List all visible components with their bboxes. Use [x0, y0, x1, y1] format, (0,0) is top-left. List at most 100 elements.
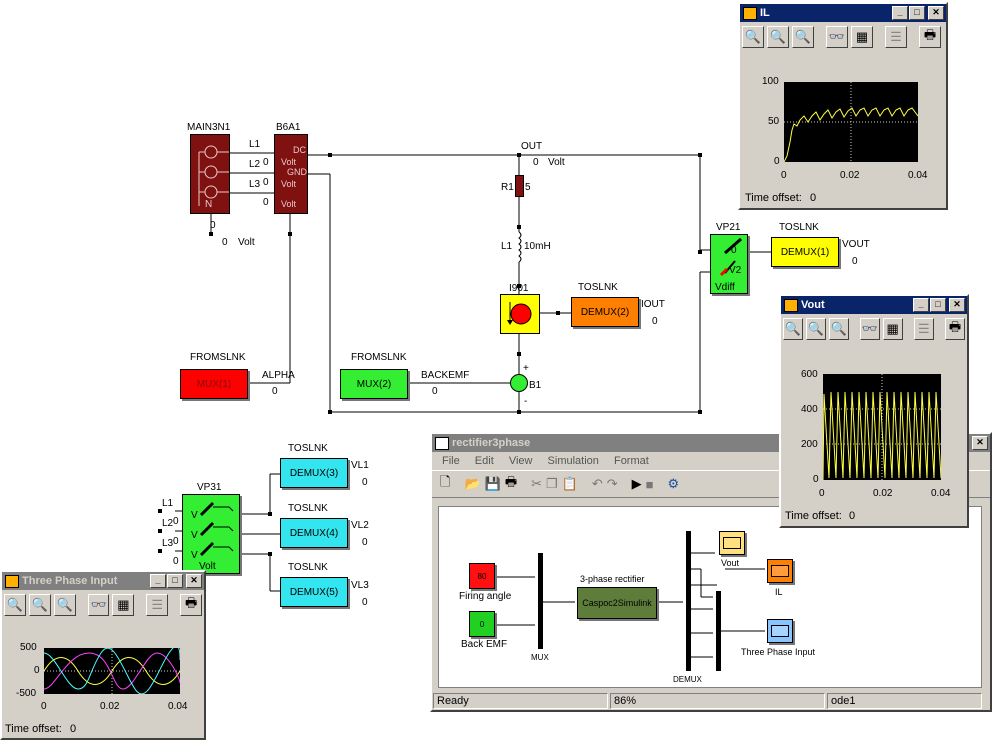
scope-il-plot[interactable]: [783, 82, 919, 163]
zoom-y-icon[interactable]: 🔍: [53, 594, 76, 616]
zoom-icon[interactable]: 🔍: [742, 26, 764, 48]
vout-ytick-2: 200: [801, 439, 818, 450]
menu-simulation[interactable]: Simulation: [547, 455, 599, 467]
caspoc2simulink-block[interactable]: Caspoc2Simulink: [577, 587, 657, 619]
demux4-block[interactable]: DEMUX(4): [280, 518, 348, 548]
close-icon[interactable]: ✕: [972, 436, 988, 450]
r1-resistor[interactable]: [515, 175, 524, 197]
firing-angle-block[interactable]: 80: [469, 563, 495, 589]
close-icon[interactable]: ✕: [928, 6, 944, 20]
menu-edit[interactable]: Edit: [474, 455, 494, 467]
vp21-voltage-probe[interactable]: 0 V2 Vdiff: [710, 234, 748, 294]
copy-icon[interactable]: ❐: [546, 476, 558, 491]
demux-sub-block[interactable]: [716, 591, 721, 671]
zoom-y-icon[interactable]: 🔍: [792, 26, 814, 48]
print-icon[interactable]: 🖶: [919, 26, 941, 48]
save-axes-icon[interactable]: ▦: [112, 594, 135, 616]
save-axes-icon[interactable]: ▦: [851, 26, 873, 48]
scope-vout-plot[interactable]: [822, 374, 942, 481]
stop-simulation-icon[interactable]: ■: [645, 476, 654, 492]
autoscale-icon[interactable]: 👓: [859, 318, 880, 340]
scope-tpi-plot[interactable]: [43, 645, 181, 695]
il-ytick-1: 50: [768, 116, 780, 127]
l1-label: L1: [501, 241, 513, 252]
autoscale-icon[interactable]: 👓: [87, 594, 110, 616]
to-iout-tag: TOSLNK: [578, 282, 618, 293]
main3n1-label: MAIN3N1: [187, 122, 231, 133]
vout-value: 0: [852, 256, 858, 267]
tpi-ytick-2: -500: [16, 688, 37, 699]
main3n1-volt-unit: Volt: [238, 237, 255, 248]
phase-value-1: 0: [263, 157, 269, 168]
mux2-block[interactable]: MUX(2): [340, 369, 408, 399]
simulink-app-icon: [435, 436, 449, 450]
il-ytick-0: 100: [762, 76, 779, 87]
demux5-block[interactable]: DEMUX(5): [280, 577, 348, 607]
simulink-wires: [497, 552, 765, 658]
zoom-x-icon[interactable]: 🔍: [805, 318, 826, 340]
tpi-time-offset-value: 0: [70, 723, 77, 735]
demux3-block[interactable]: DEMUX(3): [280, 458, 348, 488]
b6a1-pin-volt3: Volt: [281, 199, 297, 209]
new-file-icon[interactable]: 🗋: [440, 474, 451, 489]
save-icon[interactable]: 💾: [484, 476, 501, 491]
autoscale-icon[interactable]: 👓: [826, 26, 848, 48]
minimize-icon[interactable]: _: [892, 6, 908, 20]
zoom-y-icon[interactable]: 🔍: [828, 318, 849, 340]
scope-vout-titlebar[interactable]: Vout _ □ ✕: [781, 296, 967, 314]
b6a1-block[interactable]: DC Volt GND Volt Volt: [274, 134, 308, 214]
zoom-x-icon[interactable]: 🔍: [767, 26, 789, 48]
properties-icon[interactable]: ☰: [913, 318, 934, 340]
current-sensor-icon: [507, 302, 532, 325]
mux1-block[interactable]: MUX(1): [180, 369, 248, 399]
maximize-icon[interactable]: □: [909, 6, 925, 20]
menu-view[interactable]: View: [508, 455, 533, 467]
minimize-icon[interactable]: _: [150, 574, 166, 588]
minimize-icon[interactable]: _: [913, 298, 929, 312]
iout-value: 0: [652, 316, 658, 327]
tpi-scope-block[interactable]: [767, 619, 793, 643]
demux-block[interactable]: [686, 531, 691, 671]
print-icon[interactable]: 🖶: [504, 474, 518, 489]
print-icon[interactable]: 🖶: [180, 594, 203, 616]
save-axes-icon[interactable]: ▦: [882, 318, 903, 340]
open-folder-icon[interactable]: 📂: [464, 476, 481, 491]
i901-current-sensor[interactable]: [500, 294, 540, 334]
zoom-x-icon[interactable]: 🔍: [28, 594, 51, 616]
scope-il-titlebar[interactable]: IL _ □ ✕: [740, 4, 946, 22]
vl3-value: 0: [362, 597, 368, 608]
scope-tpi-titlebar[interactable]: Three Phase Input _ □ ✕: [2, 572, 204, 590]
menu-format[interactable]: Format: [613, 455, 649, 467]
demux1-block[interactable]: DEMUX(1): [771, 237, 839, 267]
simulink-canvas[interactable]: 80 Firing angle 0 Back EMF MUX 3-phase r…: [438, 506, 982, 688]
il-scope-block[interactable]: [767, 559, 793, 583]
start-simulation-icon[interactable]: ▶: [631, 476, 642, 491]
vout-scope-block[interactable]: [719, 531, 745, 555]
vp31-value-3: 0: [173, 556, 179, 567]
back-emf-block[interactable]: 0: [469, 611, 495, 637]
menu-file[interactable]: File: [442, 455, 460, 467]
paste-icon[interactable]: 📋: [561, 476, 578, 491]
properties-icon[interactable]: ☰: [146, 594, 169, 616]
close-icon[interactable]: ✕: [186, 574, 202, 588]
b1-voltage-source[interactable]: [510, 374, 528, 392]
il-time-offset-value: 0: [810, 192, 817, 204]
zoom-icon[interactable]: 🔍: [4, 594, 26, 616]
vout-ytick-0: 600: [801, 369, 818, 380]
i901-label: I901: [509, 283, 529, 294]
zoom-icon[interactable]: 🔍: [783, 318, 803, 340]
mux-block[interactable]: [538, 553, 543, 649]
undo-icon[interactable]: ↶: [591, 476, 603, 491]
vp31-voltage-probe[interactable]: V V V Volt: [182, 494, 240, 574]
close-icon[interactable]: ✕: [949, 298, 965, 312]
demux2-block[interactable]: DEMUX(2): [571, 297, 639, 327]
print-icon[interactable]: 🖶: [945, 318, 965, 340]
cut-icon[interactable]: ✂: [531, 476, 543, 491]
library-browser-icon[interactable]: ⚙: [667, 476, 680, 491]
main3n1-block[interactable]: [190, 134, 230, 214]
properties-icon[interactable]: ☰: [885, 26, 907, 48]
redo-icon[interactable]: ↷: [606, 476, 618, 491]
maximize-icon[interactable]: □: [930, 298, 946, 312]
maximize-icon[interactable]: □: [167, 574, 183, 588]
